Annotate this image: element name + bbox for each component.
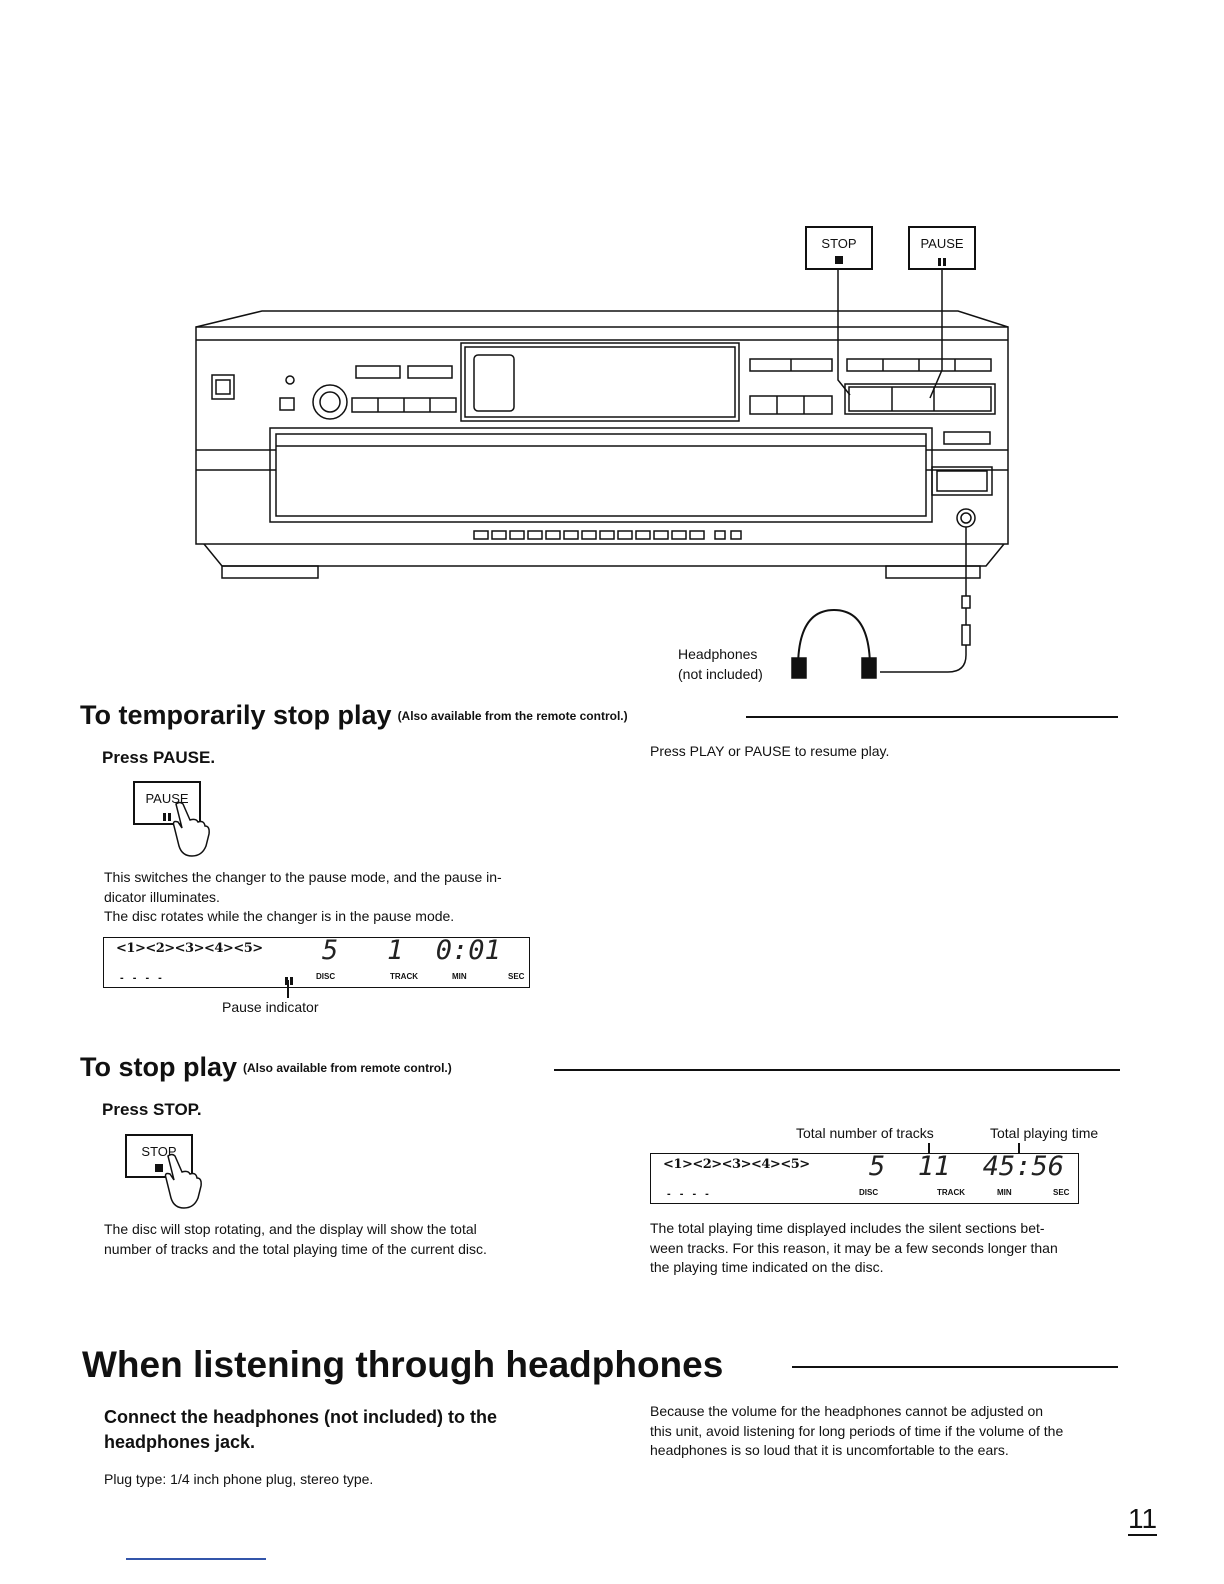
total-time-info: The total playing time displayed include… [650, 1219, 1058, 1278]
heading-rule [746, 716, 1118, 718]
device-illustration [0, 0, 1224, 700]
stop-display: <1><2><3><4><5> 5 11 45:56 - - - - DISC … [650, 1151, 1079, 1204]
disc-indicators: <1><2><3><4><5> [116, 941, 263, 956]
disc-label: DISC [316, 972, 336, 981]
pause-description: This switches the changer to the pause m… [104, 868, 502, 927]
info-line1: The total playing time displayed include… [650, 1220, 1045, 1236]
warn-line2: this unit, avoid listening for long peri… [650, 1422, 1064, 1439]
resume-text: Press PLAY or PAUSE to resume play. [650, 743, 890, 759]
warn-line1: Because the volume for the headphones ca… [650, 1403, 1044, 1419]
pause-display: <1><2><3><4><5> 5 1 0:01 - - - - DISC TR… [103, 935, 530, 990]
heading-stop-play: To stop play (Also available from remote … [80, 1052, 452, 1083]
heading-rule [792, 1366, 1118, 1368]
pressing-hand-icon [172, 801, 210, 857]
stop-square-icon [835, 256, 843, 264]
headphones-caption: Headphones (not included) [678, 644, 763, 684]
pause-bars-icon [937, 254, 947, 270]
stop-button-illustration: STOP [125, 1134, 193, 1178]
display-dots: - - - - [120, 972, 165, 984]
info-line2: ween tracks. For this reason, it may be … [650, 1239, 1058, 1256]
stop-desc-line1: The disc will stop rotating, and the dis… [104, 1221, 477, 1237]
pause-desc-line1: This switches the changer to the pause m… [104, 869, 502, 885]
total-time-caption: Total playing time [990, 1125, 1099, 1141]
heading-stop-play-note: (Also available from remote control.) [243, 1061, 452, 1075]
pause-indicator-caption: Pause indicator [222, 999, 319, 1015]
disc-label: DISC [859, 1188, 879, 1197]
pause-label: PAUSE [920, 236, 964, 251]
stop-description: The disc will stop rotating, and the dis… [104, 1220, 487, 1259]
headphones-instruction-line1: Connect the headphones (not included) to… [104, 1407, 497, 1427]
page-number: 11 [1128, 1503, 1158, 1536]
display-dots: - - - - [667, 1188, 712, 1200]
headphones-caption-line2: (not included) [678, 666, 763, 682]
display-digits: 5 11 45:56 [869, 1151, 1065, 1182]
total-tracks-caption: Total number of tracks [796, 1125, 934, 1141]
disc-indicators: <1><2><3><4><5> [663, 1157, 810, 1172]
heading-temporarily-stop: To temporarily stop play (Also available … [80, 700, 628, 731]
instruction-press-pause: Press PAUSE. [102, 748, 216, 767]
total-tracks-leader [928, 1143, 930, 1161]
stop-label: STOP [821, 236, 857, 251]
plug-type: Plug type: 1/4 inch phone plug, stereo t… [104, 1471, 374, 1487]
sec-label: SEC [508, 972, 525, 981]
heading-stop-play-text: To stop play [80, 1052, 238, 1082]
track-label: TRACK [937, 1188, 965, 1197]
cd-changer-drawing [195, 270, 1009, 679]
stop-desc-line2: number of tracks and the total playing t… [104, 1240, 487, 1257]
volume-warning: Because the volume for the headphones ca… [650, 1402, 1063, 1461]
sec-label: SEC [1053, 1188, 1070, 1197]
heading-headphones: When listening through headphones [82, 1344, 724, 1385]
pause-desc-line2: dicator illuminates. [104, 888, 220, 905]
pause-button-illustration: PAUSE [133, 781, 201, 825]
instruction-press-stop: Press STOP. [102, 1100, 202, 1119]
heading-temporarily-stop-text: To temporarily stop play [80, 700, 392, 730]
heading-rule [554, 1069, 1120, 1071]
warn-line3: headphones is so loud that it is uncomfo… [650, 1442, 1009, 1458]
display-digits: 5 1 0:01 [322, 935, 501, 966]
pause-bars-icon [162, 809, 172, 825]
stop-label-box: STOP [805, 226, 873, 270]
info-line3: the playing time indicated on the disc. [650, 1259, 884, 1275]
pause-desc-line3: The disc rotates while the changer is in… [104, 908, 455, 924]
pause-indicator-icon [284, 972, 294, 990]
pause-label-box: PAUSE [908, 226, 976, 270]
headphones-instruction: Connect the headphones (not included) to… [104, 1405, 497, 1455]
pressing-hand-icon [164, 1153, 202, 1209]
stop-square-icon [155, 1164, 163, 1172]
headphones-caption-line1: Headphones [678, 646, 758, 662]
total-time-leader [1018, 1143, 1020, 1161]
heading-temporarily-stop-note: (Also available from the remote control.… [397, 709, 628, 723]
pause-indicator-leader [287, 980, 289, 998]
track-label: TRACK [390, 972, 418, 981]
footer-rule [126, 1558, 266, 1560]
min-label: MIN [997, 1188, 1012, 1197]
min-label: MIN [452, 972, 467, 981]
headphones-instruction-line2: headphones jack. [104, 1432, 256, 1452]
